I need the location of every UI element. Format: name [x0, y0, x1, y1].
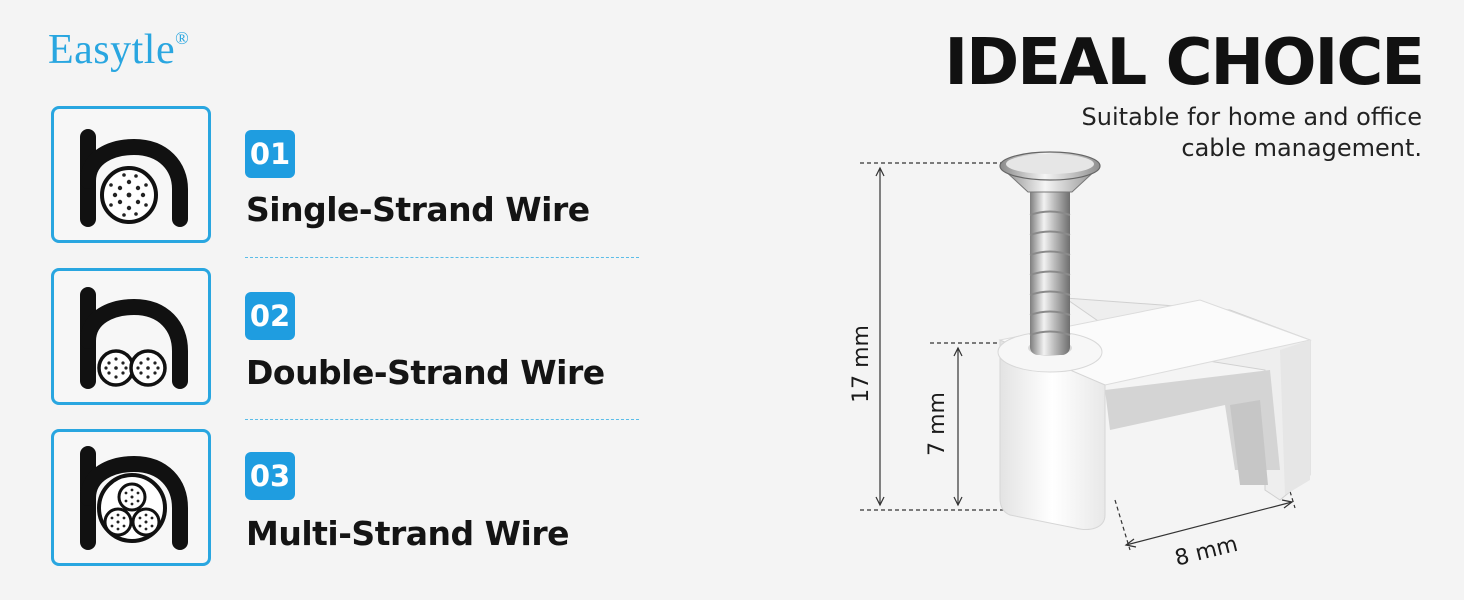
double-strand-wire-icon: [80, 287, 188, 389]
single-strand-wire-icon-box: [51, 106, 211, 243]
page-title: IDEAL CHOICE: [944, 26, 1425, 100]
divider: [245, 257, 639, 258]
inner-height-label: 7 mm: [925, 392, 950, 456]
step-number-badge: 01: [245, 130, 295, 178]
step-number-badge: 03: [245, 452, 295, 500]
multi-strand-wire-icon: [80, 446, 188, 550]
nail-threads: [1029, 210, 1071, 336]
wire-type-label: Single-Strand Wire: [246, 190, 590, 229]
double-strand-wire-icon-box: [51, 268, 211, 405]
subtitle-line: cable management.: [1181, 134, 1422, 162]
width-label: 8 mm: [1172, 532, 1240, 572]
page-subtitle: Suitable for home and office cable manag…: [1022, 102, 1422, 164]
brand-logo: Easytle®: [48, 26, 189, 74]
divider: [245, 419, 639, 420]
wire-type-label: Double-Strand Wire: [246, 353, 605, 392]
wire-type-label: Multi-Strand Wire: [246, 514, 569, 553]
multi-strand-wire-icon-box: [51, 429, 211, 566]
dimension-lines: [860, 162, 1296, 551]
step-number-badge: 02: [245, 292, 295, 340]
registered-mark: ®: [175, 28, 190, 48]
cable-clip-illustration: 17 mm 7 mm 8 mm: [849, 151, 1312, 572]
brand-name: Easytle: [48, 27, 176, 73]
subtitle-line: Suitable for home and office: [1081, 103, 1422, 131]
total-height-label: 17 mm: [849, 325, 874, 403]
single-strand-wire-icon: [80, 129, 188, 227]
